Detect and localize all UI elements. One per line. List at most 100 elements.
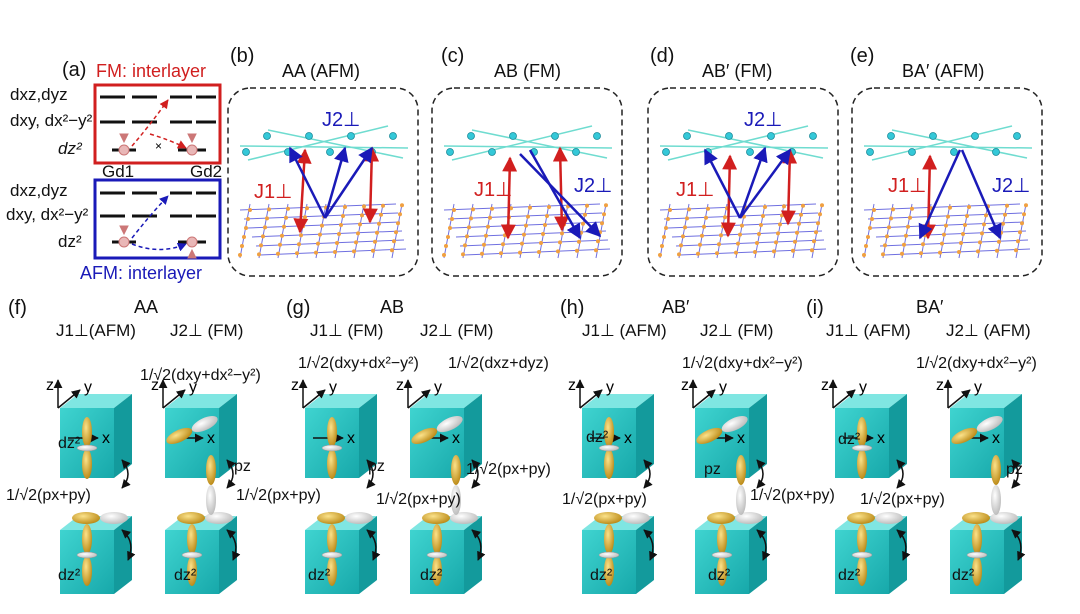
x-axis-label: x xyxy=(624,430,632,447)
panel-d-j2: J2⊥ xyxy=(744,109,783,131)
x-axis-label: x xyxy=(877,430,885,447)
orbital-column-3: z y x xyxy=(396,377,486,594)
panel-f-dz2-top: dz² xyxy=(58,435,81,452)
x-axis-label: x xyxy=(207,430,215,447)
dz2-lobe xyxy=(604,449,614,479)
structure-panel-1 xyxy=(431,87,623,277)
panel-d-title: AB′ (FM) xyxy=(702,61,773,81)
cube-side xyxy=(359,394,377,478)
y-axis-label: y xyxy=(434,379,442,396)
panel-f-orb-top: 1/√2(dxy+dx²−y²) xyxy=(140,367,261,384)
panel-g-dz2-bottom2: dz² xyxy=(420,567,443,584)
panel-h-pz: pz xyxy=(704,461,721,478)
dz2-ring xyxy=(711,551,733,559)
panel-h-orb-mid2: 1/√2(px+py) xyxy=(750,487,835,504)
panel-b-label: (b) xyxy=(230,45,255,67)
panel-g-label: (g) xyxy=(286,297,311,319)
panel-c-j2: J2⊥ xyxy=(574,175,613,197)
p-lobe xyxy=(707,512,735,524)
j2-arrow xyxy=(288,146,327,219)
dz2-ring xyxy=(181,551,203,559)
dz2-ring xyxy=(76,444,98,452)
dz2-lobe xyxy=(327,524,337,554)
exchange-arrow xyxy=(756,529,771,561)
exchange-arrow xyxy=(121,459,131,489)
y-axis xyxy=(57,389,81,409)
panel-c-label: (c) xyxy=(441,45,465,67)
dz2-lobe xyxy=(857,524,867,554)
y-axis xyxy=(162,389,186,409)
panel-h-label: (h) xyxy=(560,297,585,319)
panel-i-pz: pz xyxy=(1006,461,1023,478)
panel-f-orb-mid: 1/√2(px+py) xyxy=(6,487,91,504)
y-axis xyxy=(302,389,326,409)
j1-arrow xyxy=(362,146,380,224)
y-axis xyxy=(692,389,716,409)
dz2-ring xyxy=(321,444,343,452)
exchange-arrow xyxy=(1011,459,1021,489)
p-lobe xyxy=(205,512,233,524)
exchange-arrow xyxy=(366,529,381,561)
z-axis-label: z xyxy=(291,377,299,394)
p-lobe xyxy=(450,512,478,524)
dz2-lobe xyxy=(604,524,614,554)
pz-lobe xyxy=(451,455,461,485)
panel-f-dz2-bottom: dz² xyxy=(58,567,81,584)
pz-lobe xyxy=(206,455,216,485)
j1-arrow xyxy=(552,146,570,232)
x-axis-label: x xyxy=(452,430,460,447)
panel-e-j2: J2⊥ xyxy=(992,175,1031,197)
pz-lobe xyxy=(736,485,746,515)
level-dxz-dyz-afm: dxz,dyz xyxy=(10,181,68,200)
panel-g-orb-mid2: 1/√2(px+py) xyxy=(466,461,551,478)
panel-h-j1: J1⊥ (AFM) xyxy=(582,321,667,340)
panel-f-j1: J1⊥(AFM) xyxy=(56,321,136,340)
pz-lobe xyxy=(451,485,461,515)
p-lobe xyxy=(696,427,723,444)
panel-h-dz2-bottom2: dz² xyxy=(708,567,731,584)
dz2-lobe xyxy=(432,524,442,554)
exchange-arrow xyxy=(896,529,911,561)
exchange-arrow xyxy=(471,459,481,489)
panel-b-j1: J1⊥ xyxy=(254,181,293,203)
exchange-arrow xyxy=(366,459,376,489)
exchange-arrow xyxy=(471,529,486,561)
y-axis xyxy=(832,389,856,409)
top-atoms xyxy=(866,132,1021,156)
gd2-label: Gd2 xyxy=(190,162,223,181)
p-lobe xyxy=(622,512,650,524)
cube-side xyxy=(1004,394,1022,478)
p-lobe xyxy=(735,512,763,524)
dz2-ring xyxy=(76,551,98,559)
z-axis-label: z xyxy=(936,377,944,394)
exchange-arrow xyxy=(121,529,136,561)
afm-levels xyxy=(100,191,216,244)
dashed-frame xyxy=(431,87,623,277)
panel-i-dz2-top: dz² xyxy=(838,431,861,448)
p-lobe xyxy=(191,416,218,433)
top-atoms xyxy=(446,132,601,156)
level-dxy-fm: dxy, dx²−y² xyxy=(10,111,93,130)
z-axis-label: z xyxy=(396,377,404,394)
level-dz2-afm: dz² xyxy=(58,232,82,251)
panel-i-dz2-bottom2: dz² xyxy=(952,567,975,584)
y-axis-label: y xyxy=(719,379,727,396)
panel-a-label: (a) xyxy=(62,59,87,81)
dz2-lobe xyxy=(717,556,727,586)
p-lobe xyxy=(721,416,748,433)
z-axis-label: z xyxy=(681,377,689,394)
structure-panel-2 xyxy=(647,87,839,277)
top-atoms xyxy=(662,132,817,156)
dz2-lobe xyxy=(327,556,337,586)
panel-g-orb-top2: 1/√2(dxz+dyz) xyxy=(448,355,549,372)
top-structure-panels xyxy=(227,87,1043,277)
panel-h-orb-top: 1/√2(dxy+dx²−y²) xyxy=(682,355,803,372)
exchange-arrow xyxy=(226,529,241,561)
y-axis xyxy=(947,389,971,409)
x-axis-label: x xyxy=(102,430,110,447)
